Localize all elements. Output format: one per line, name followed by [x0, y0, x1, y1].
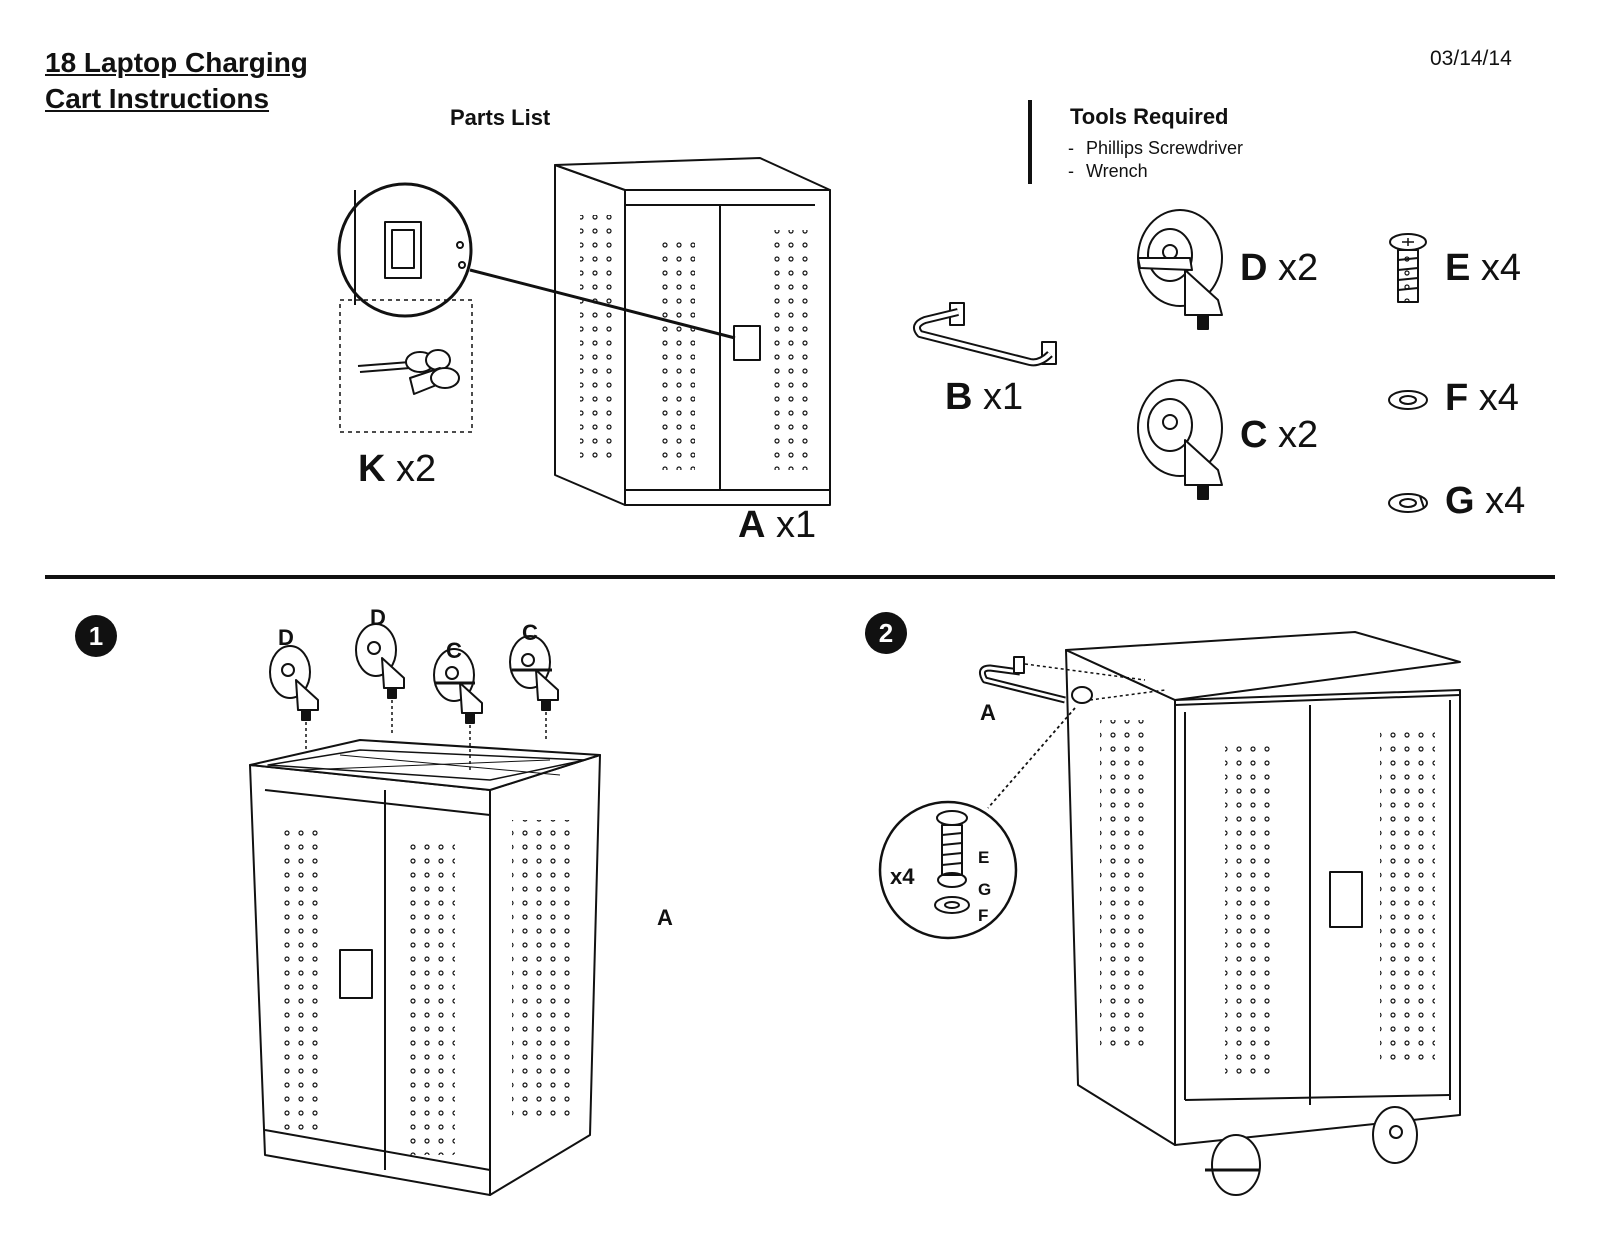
part-g-lock-washer-drawing	[1388, 493, 1428, 513]
tool-item-screwdriver: -Phillips Screwdriver	[1068, 138, 1243, 159]
part-qty: x4	[1478, 377, 1519, 419]
document-date: 03/14/14	[1430, 47, 1512, 70]
part-a-cabinet-drawing	[337, 157, 831, 506]
part-qty: x1	[983, 376, 1024, 418]
part-g-label: G x4	[1445, 480, 1525, 523]
part-d-caster-drawing	[1137, 209, 1223, 330]
step-1-caster-label: D	[370, 605, 386, 630]
part-qty: x2	[1278, 414, 1319, 456]
part-e-label: E x4	[1445, 247, 1521, 290]
parts-list-heading: Parts List	[450, 105, 551, 130]
part-c-label: C x2	[1240, 414, 1318, 457]
step-2-hardware-label: G	[978, 880, 992, 899]
tool-dash: -	[1068, 138, 1074, 158]
tool-label: Wrench	[1086, 161, 1148, 181]
part-k-keys-drawing	[339, 299, 473, 433]
document-title: 18 Laptop Charging Cart Instructions	[45, 45, 308, 117]
step-2-multiplier-label: x4	[890, 864, 915, 889]
part-letter: B	[945, 376, 973, 418]
tools-heading: Tools Required	[1070, 104, 1229, 129]
part-k-label: K x2	[358, 448, 436, 491]
step-2-hardware-label: F	[978, 906, 989, 925]
part-qty: x4	[1485, 480, 1526, 522]
part-letter: A	[738, 504, 766, 546]
part-f-label: F x4	[1445, 377, 1519, 420]
step-2-drawing	[878, 631, 1461, 1196]
part-letter: D	[1240, 247, 1268, 289]
section-divider	[45, 575, 1555, 579]
part-qty: x2	[396, 448, 437, 490]
part-letter: E	[1445, 247, 1471, 289]
part-f-washer-drawing	[1388, 390, 1428, 410]
tool-item-wrench: -Wrench	[1068, 161, 1148, 182]
part-letter: K	[358, 448, 386, 490]
step-1-caster-label: D	[278, 625, 294, 650]
step-1-drawing	[249, 623, 601, 1196]
step-1-caster-label: C	[522, 620, 538, 645]
step-1-badge: 1	[75, 615, 117, 657]
part-qty: x2	[1278, 247, 1319, 289]
part-qty: x1	[776, 504, 817, 546]
tool-label: Phillips Screwdriver	[1086, 138, 1244, 158]
part-qty: x4	[1480, 247, 1522, 289]
part-b-label: B x1	[945, 376, 1023, 419]
step-1-cart-label: A	[657, 905, 673, 930]
part-letter: G	[1445, 480, 1475, 522]
part-letter: F	[1445, 377, 1469, 419]
step-2-badge: 2	[865, 612, 907, 654]
step-2-handle-label: A	[980, 700, 996, 725]
title-line-1: 18 Laptop Charging	[45, 47, 308, 78]
tools-divider-bar	[1028, 100, 1032, 184]
title-line-2: Cart Instructions	[45, 83, 270, 114]
part-d-label: D x2	[1240, 247, 1318, 290]
part-b-handle-drawing	[913, 302, 1057, 367]
step-2-hardware-label: E	[978, 848, 990, 867]
step-1-caster-label: C	[446, 638, 462, 663]
tool-dash: -	[1068, 161, 1074, 181]
part-c-caster-drawing	[1137, 379, 1223, 500]
part-e-screw-drawing	[1389, 233, 1427, 303]
part-a-label: A x1	[738, 504, 816, 547]
part-letter: C	[1240, 414, 1268, 456]
